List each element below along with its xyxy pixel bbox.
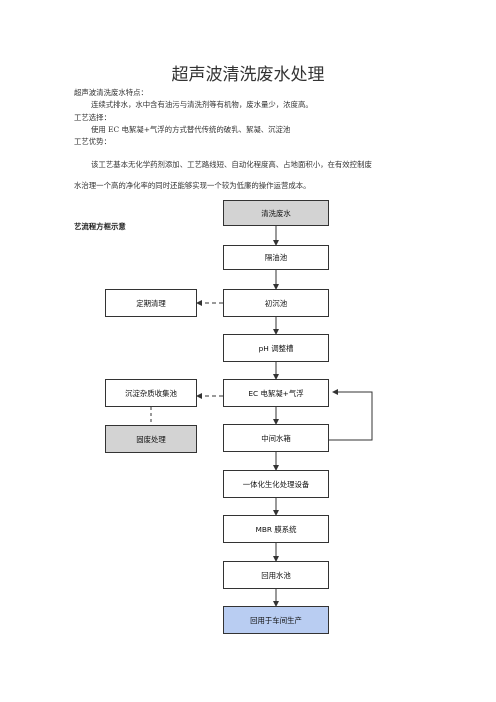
paragraph-advantage-line1: 该工艺基本无化学药剂添加、工艺路线短、自动化程度高、占地面积小，在有效控制废 — [91, 160, 372, 169]
side-step-solid-waste: 固废处理 — [105, 425, 197, 453]
paragraph-process-heading: 工艺选择： — [74, 113, 111, 122]
flowchart-label: 艺流程方框示意 — [74, 222, 126, 231]
flow-step-wastewater: 清洗废水 — [223, 200, 329, 226]
flow-step-oil-separator: 隔油池 — [223, 245, 329, 270]
flow-step-ec-flotation: EC 电絮凝+气浮 — [223, 379, 329, 407]
flow-step-primary-settling: 初沉池 — [223, 289, 329, 317]
flow-step-ph-adjust: pH 调整槽 — [223, 334, 329, 362]
paragraph-process-body: 使用 EC 电絮凝+气浮的方式替代传统的破乳、絮凝、沉淀池 — [91, 125, 291, 134]
paragraph-feature-heading: 超声波清洗废水特点： — [74, 88, 148, 97]
paragraph-feature-body: 连续式排水，水中含有油污与清洗剂等有机物，废水量少，浓度高。 — [91, 100, 313, 109]
flow-step-mbr-system: MBR 膜系统 — [223, 515, 329, 543]
flow-step-biochemical-unit: 一体化生化处理设备 — [223, 470, 329, 498]
recycle-loop — [329, 389, 373, 441]
side-step-impurity-collection: 沉淀杂质收集池 — [105, 379, 197, 407]
paragraph-advantage-heading: 工艺优势： — [74, 137, 111, 146]
page-title: 超声波清洗废水处理 — [171, 65, 325, 85]
side-step-periodic-cleaning: 定期清理 — [105, 289, 197, 317]
flow-step-intermediate-tank: 中间水箱 — [223, 424, 329, 452]
flow-step-workshop-reuse: 回用于车间生产 — [223, 606, 329, 634]
flow-step-reuse-tank: 回用水池 — [223, 561, 329, 589]
paragraph-advantage-line2: 水治理一个高的净化率的同时还能够实现一个较为低廉的操作运营成本。 — [74, 181, 311, 190]
